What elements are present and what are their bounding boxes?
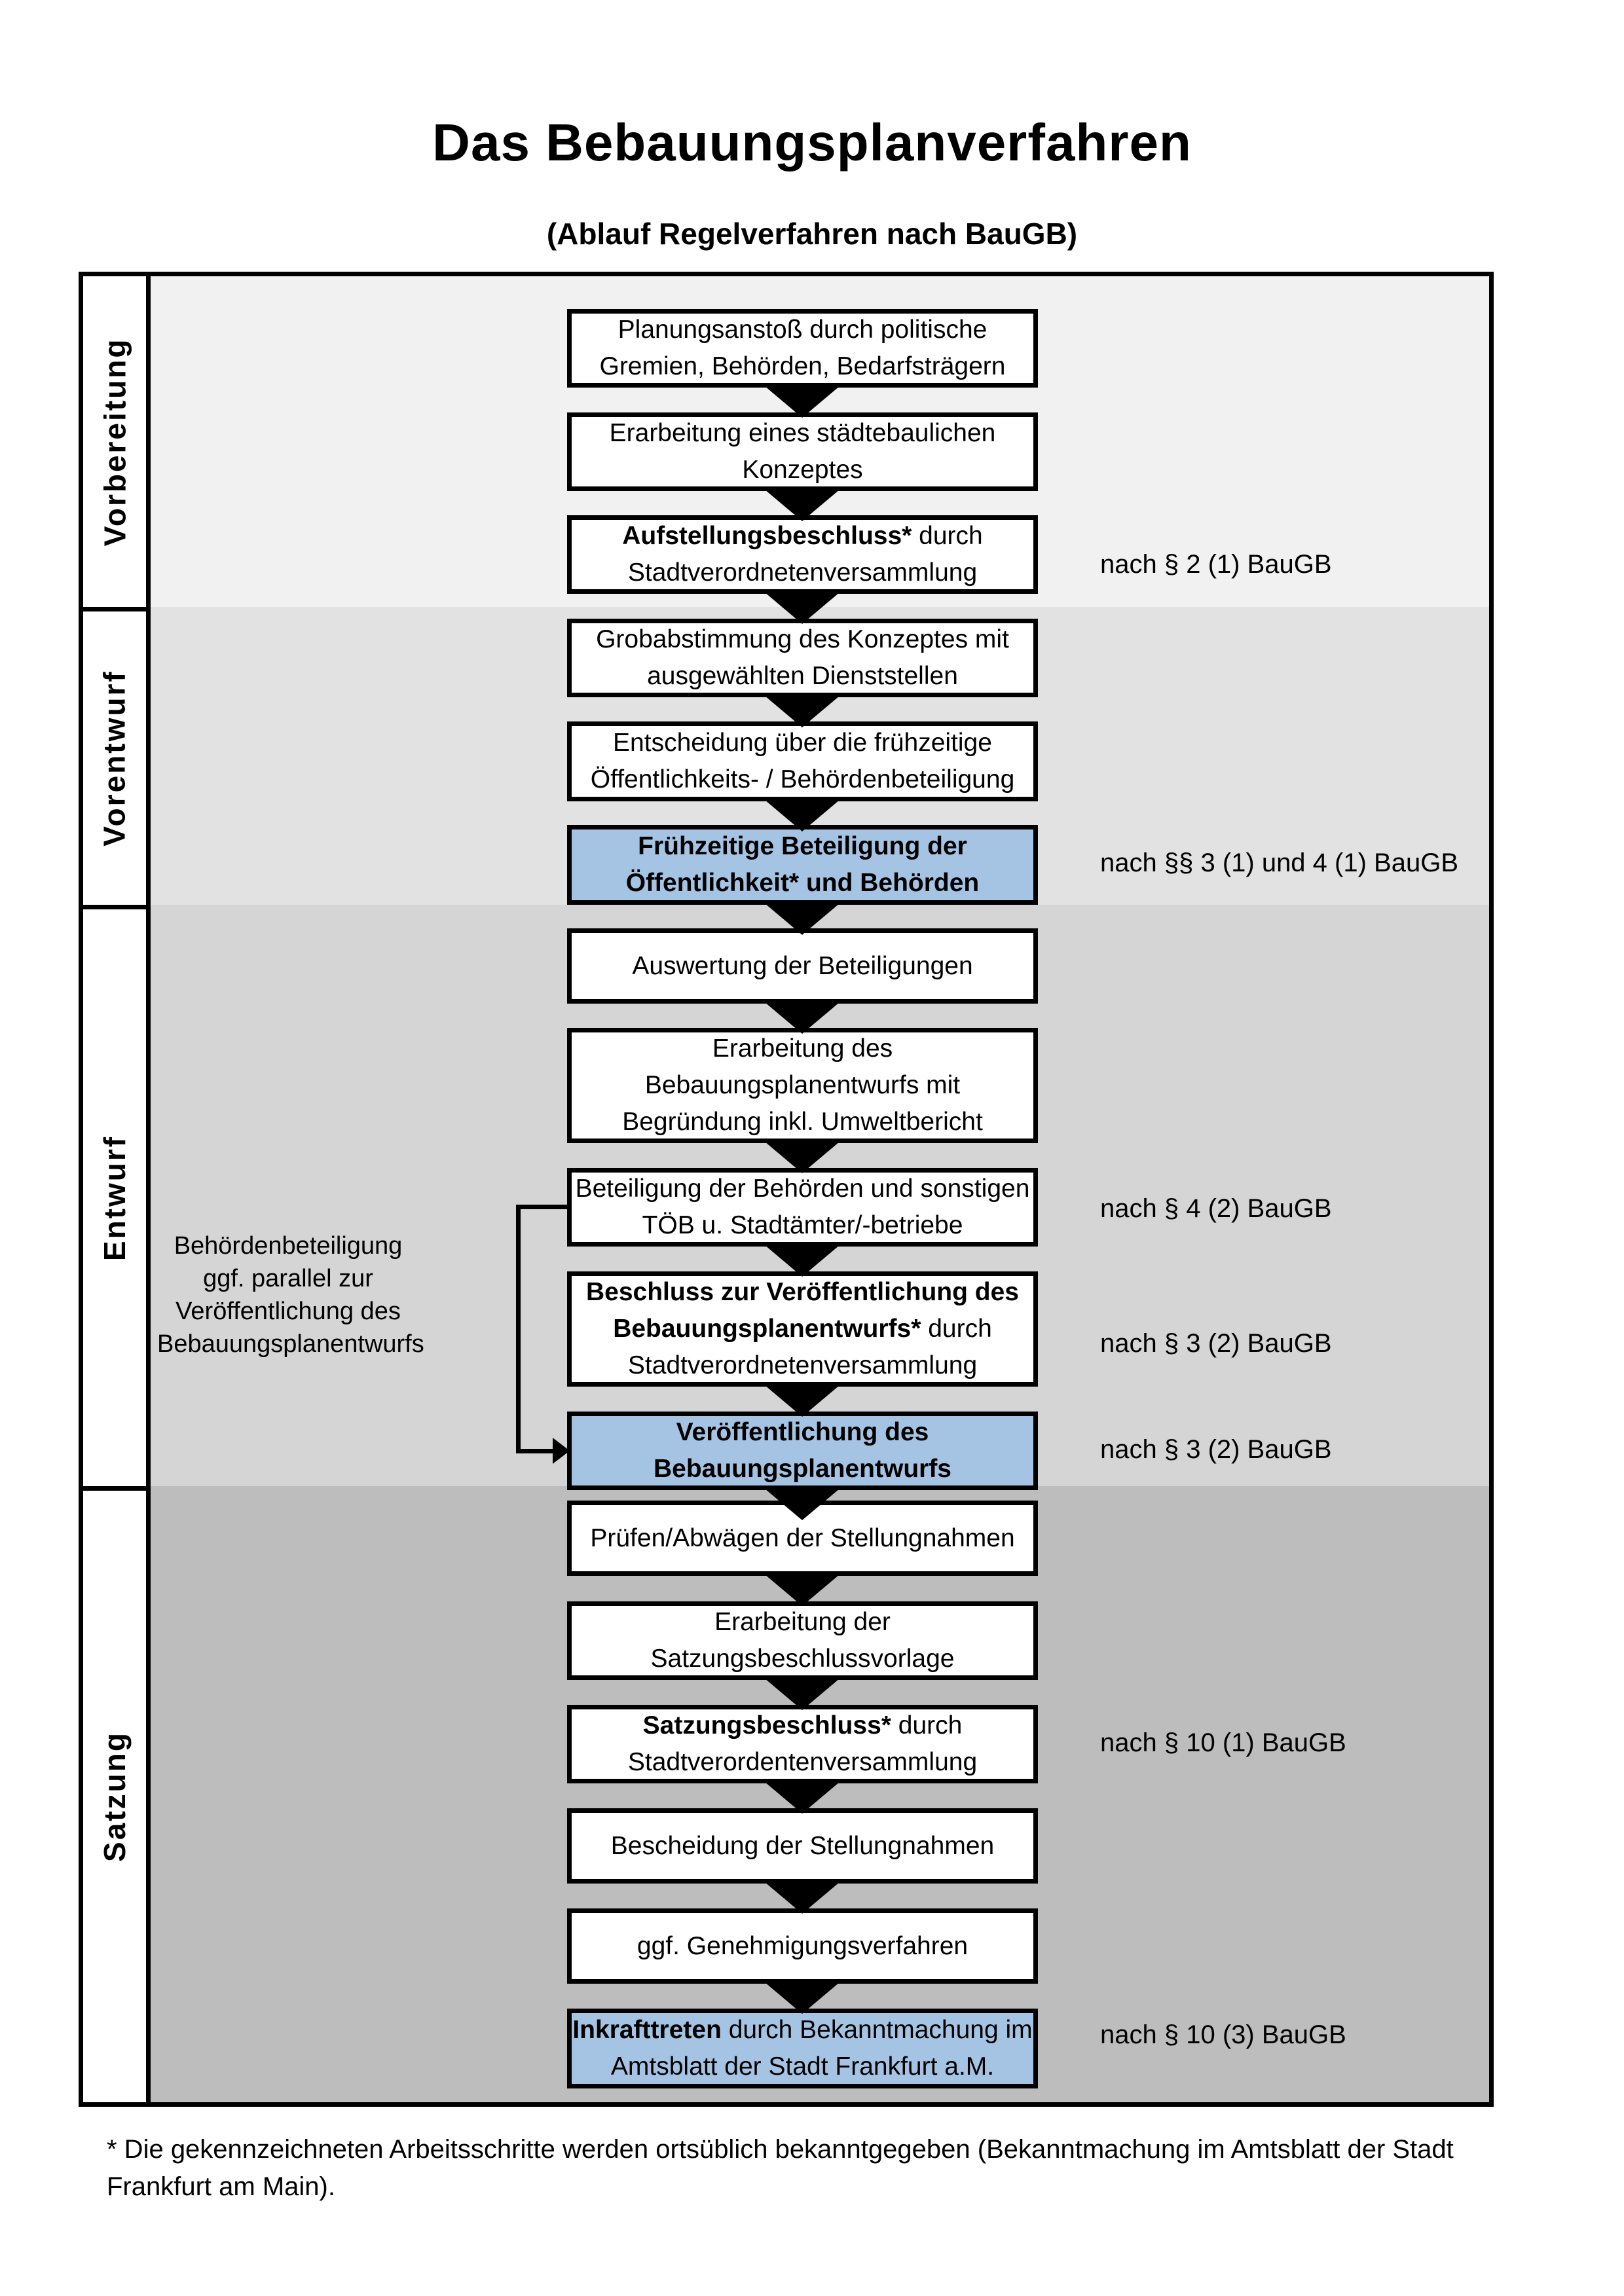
phase-label-vorentwurf: Vorentwurf xyxy=(79,607,151,909)
step-text: Bescheidung der Stellungnahmen xyxy=(610,1831,995,1860)
phase-label-satzung: Satzung xyxy=(79,1486,151,2107)
step-text: Erarbeitung des Bebauungsplanentwurfs mi… xyxy=(622,1034,983,1136)
phase-label-text: Vorentwurf xyxy=(98,670,132,847)
flow-step-pruefen-abwaegen: Prüfen/Abwägen der Stellungnahmen xyxy=(567,1501,1038,1576)
step-text: Erarbeitung der Satzungsbeschlussvorlage xyxy=(650,1608,955,1673)
step-bold-text: Inkrafttreten xyxy=(572,2016,722,2044)
phase-label-entwurf: Entwurf xyxy=(79,905,151,1491)
step-bold-text: Beschluss zur Veröffentlichung des Bebau… xyxy=(586,1278,1019,1343)
flow-step-behoerdenbeteiligung: Beteiligung der Behörden und sonstigen T… xyxy=(567,1168,1038,1247)
down-arrow-icon xyxy=(765,1385,840,1417)
down-arrow-icon xyxy=(765,903,840,935)
flow-step-grobabstimmung: Grobabstimmung des Konzeptes mit ausgewä… xyxy=(567,619,1038,697)
step-text: durch Stadtverordnetenversammlung xyxy=(627,1315,992,1379)
legal-annotation: nach § 2 (1) BauGB xyxy=(1100,550,1332,579)
down-arrow-icon xyxy=(765,1489,840,1520)
down-arrow-icon xyxy=(765,386,840,418)
connector-arrow-icon xyxy=(553,1438,570,1464)
legal-annotation: nach § 10 (1) BauGB xyxy=(1100,1728,1346,1757)
legal-annotation: nach § 4 (2) BauGB xyxy=(1100,1194,1332,1223)
phase-label-text: Entwurf xyxy=(98,1135,132,1261)
footnote: * Die gekennzeichneten Arbeitsschritte w… xyxy=(107,2135,1454,2201)
step-bold-text: Veröffentlichung des Bebauungsplanentwur… xyxy=(653,1418,952,1483)
down-arrow-icon xyxy=(765,1002,840,1034)
step-text: Entscheidung über die frühzeitige Öffent… xyxy=(590,729,1015,793)
flow-step-satzungsbeschlussvorlage: Erarbeitung der Satzungsbeschlussvorlage xyxy=(567,1601,1038,1680)
step-text: ggf. Genehmigungsverfahren xyxy=(637,1931,969,1960)
down-arrow-icon xyxy=(765,1982,840,2014)
connector-line xyxy=(516,1205,521,1453)
page-subtitle: (Ablauf Regelverfahren nach BauGB) xyxy=(546,217,1078,251)
down-arrow-icon xyxy=(765,1679,840,1710)
down-arrow-icon xyxy=(765,1245,840,1277)
down-arrow-icon xyxy=(765,1882,840,1914)
step-bold-text: Frühzeitige Beteiligung der Öffentlichke… xyxy=(625,832,980,897)
legal-annotation: nach § 3 (2) BauGB xyxy=(1100,1329,1332,1358)
flow-step-inkrafttreten: Inkrafttreten durch Bekanntmachung im Am… xyxy=(567,2009,1038,2088)
down-arrow-icon xyxy=(765,696,840,727)
step-text: Auswertung der Beteiligungen xyxy=(632,951,973,980)
step-text: durch Stadtverordentenversammlung xyxy=(627,1711,978,1776)
flow-step-planungsanstoss: Planungsanstoß durch politische Gremien,… xyxy=(567,309,1038,388)
legal-annotation: nach § 3 (2) BauGB xyxy=(1100,1435,1332,1464)
connector-line xyxy=(516,1449,557,1453)
page-title: Das Bebauungsplanverfahren xyxy=(432,113,1192,172)
flow-step-bescheidung: Bescheidung der Stellungnahmen xyxy=(567,1808,1038,1884)
step-text: Prüfen/Abwägen der Stellungnahmen xyxy=(590,1523,1015,1552)
step-text: Erarbeitung eines städtebaulichen Konzep… xyxy=(609,419,996,484)
flow-step-genehmigungsverfahren: ggf. Genehmigungsverfahren xyxy=(567,1908,1038,1984)
phase-label-text: Vorbereitung xyxy=(98,337,132,546)
flow-step-staedtebauliches-konzept: Erarbeitung eines städtebaulichen Konzep… xyxy=(567,412,1038,491)
down-arrow-icon xyxy=(765,1782,840,1813)
flow-step-aufstellungsbeschluss: Aufstellungsbeschluss* durch Stadtverord… xyxy=(567,515,1038,594)
legal-annotation: nach § 10 (3) BauGB xyxy=(1100,2020,1346,2049)
flow-step-auswertung: Auswertung der Beteiligungen xyxy=(567,928,1038,1004)
phase-label-text: Satzung xyxy=(98,1731,132,1862)
down-arrow-icon xyxy=(765,490,840,521)
flow-step-fruehzeitige-beteiligung: Frühzeitige Beteiligung der Öffentlichke… xyxy=(567,825,1038,905)
down-arrow-icon xyxy=(765,1142,840,1173)
step-bold-text: Aufstellungsbeschluss* xyxy=(622,522,912,550)
flow-step-entscheidung-beteiligung: Entscheidung über die frühzeitige Öffent… xyxy=(567,721,1038,801)
down-arrow-icon xyxy=(765,800,840,831)
step-text: durch Bekanntmachung im Amtsblatt der St… xyxy=(610,2016,1033,2081)
step-text: Grobabstimmung des Konzeptes mit ausgewä… xyxy=(596,625,1009,690)
step-text: Beteiligung der Behörden und sonstigen T… xyxy=(575,1175,1030,1239)
connector-line xyxy=(516,1205,568,1209)
step-text: Planungsanstoß durch politische Gremien,… xyxy=(599,316,1006,380)
step-bold-text: Satzungsbeschluss* xyxy=(642,1711,891,1740)
step-text: durch Stadtverordnetenversammlung xyxy=(627,522,983,587)
side-note: Behördenbeteiligung ggf. parallel zur Ve… xyxy=(157,1232,424,1358)
flow-step-beschluss-veroeffentlichung: Beschluss zur Veröffentlichung des Bebau… xyxy=(567,1271,1038,1387)
phase-label-vorbereitung: Vorbereitung xyxy=(79,272,151,611)
legal-annotation: nach §§ 3 (1) und 4 (1) BauGB xyxy=(1100,848,1458,877)
flow-step-veroeffentlichung: Veröffentlichung des Bebauungsplanentwur… xyxy=(567,1412,1038,1490)
down-arrow-icon xyxy=(765,592,840,624)
flow-step-erarbeitung-entwurf: Erarbeitung des Bebauungsplanentwurfs mi… xyxy=(567,1028,1038,1143)
down-arrow-icon xyxy=(765,1575,840,1606)
flow-step-satzungsbeschluss: Satzungsbeschluss* durch Stadtverordente… xyxy=(567,1705,1038,1783)
